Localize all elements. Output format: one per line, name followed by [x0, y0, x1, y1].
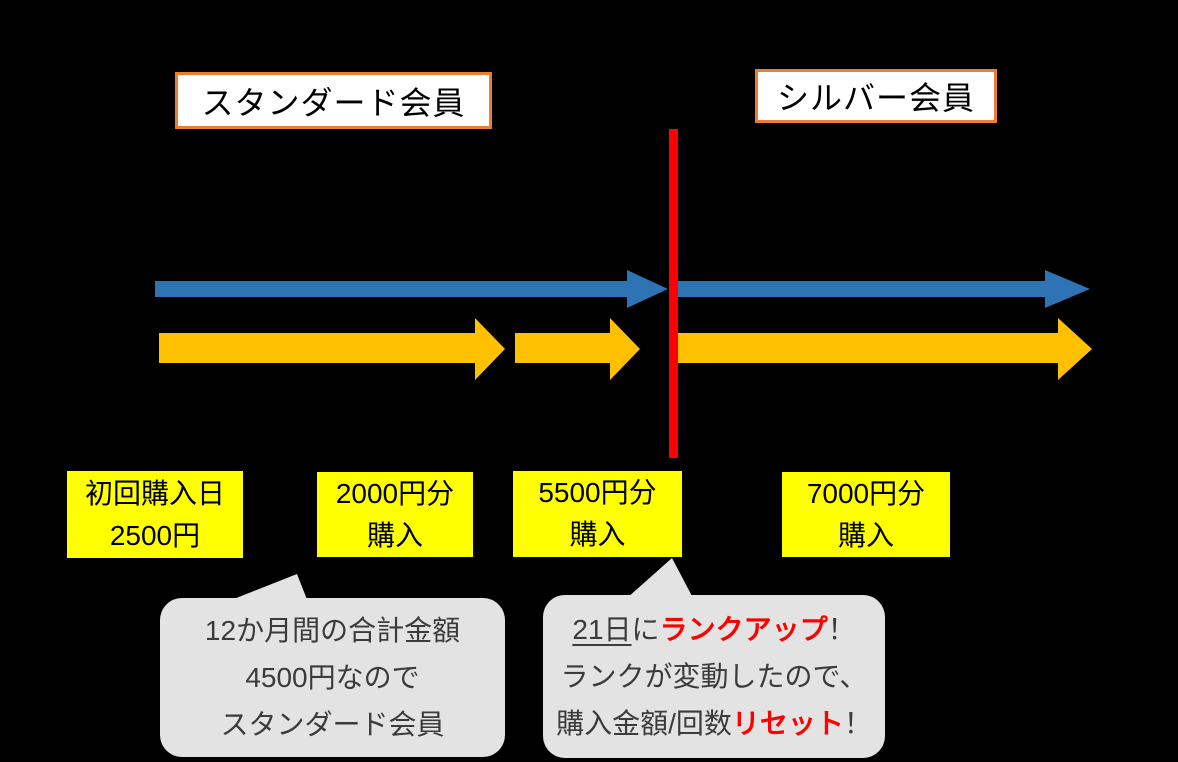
event-label-line: 5500円分	[538, 477, 657, 508]
callout-line: 購入金額/回数リセット！	[556, 700, 872, 747]
callout-line: ランクが変動したので、	[560, 660, 868, 692]
event-label-first-purchase: 初回購入日 2500円	[67, 471, 243, 558]
event-label-line: 2500円	[109, 519, 201, 551]
event-label-purchase-7000: 7000円分 購入	[782, 472, 950, 557]
callout-line: 12か月間の合計金額	[204, 614, 461, 646]
blue-timeline-arrow-standard-period	[155, 270, 668, 308]
callout-standard-summary: 12か月間の合計金額 4500円なので スタンダード会員	[160, 598, 505, 757]
event-label-line: 購入	[366, 519, 423, 551]
gold-purchase-arrow-segment-2	[515, 318, 640, 380]
standard-member-title: スタンダード会員	[175, 72, 492, 129]
silver-member-title: シルバー会員	[755, 69, 997, 123]
event-label-line: 購入	[837, 519, 894, 551]
callout-line: 4500円なので	[245, 661, 420, 693]
callout-tail-rank-up	[627, 558, 693, 598]
event-label-purchase-2000: 2000円分 購入	[317, 472, 473, 557]
reset-prefix-text: 購入金額/回数	[556, 708, 732, 740]
event-label-purchase-5500: 5500円分 購入	[513, 471, 682, 557]
callout-line: スタンダード会員	[220, 709, 445, 741]
gold-purchase-arrow-segment-1	[159, 318, 505, 380]
event-label-line: 2000円分	[335, 477, 455, 509]
rankup-highlight-text: ランクアップ	[659, 613, 828, 645]
blue-timeline-arrow-silver-period	[677, 270, 1090, 308]
event-label-line: 購入	[569, 519, 626, 550]
rankup-particle-text: に	[631, 613, 660, 645]
gold-purchase-arrow-silver-period	[678, 318, 1092, 380]
callout-rank-up: 21日にランクアップ！ ランクが変動したので、 購入金額/回数リセット！	[543, 595, 885, 758]
event-label-line: 7000円分	[806, 477, 926, 509]
reset-exclamation: ！	[843, 708, 872, 740]
event-label-line: 初回購入日	[84, 477, 225, 509]
callout-line: 21日にランクアップ！	[572, 606, 855, 653]
rankup-date-text: 21日	[572, 613, 632, 645]
rank-change-divider-line	[669, 129, 678, 458]
reset-highlight-text: リセット	[731, 708, 844, 740]
rankup-exclamation: ！	[827, 613, 856, 645]
